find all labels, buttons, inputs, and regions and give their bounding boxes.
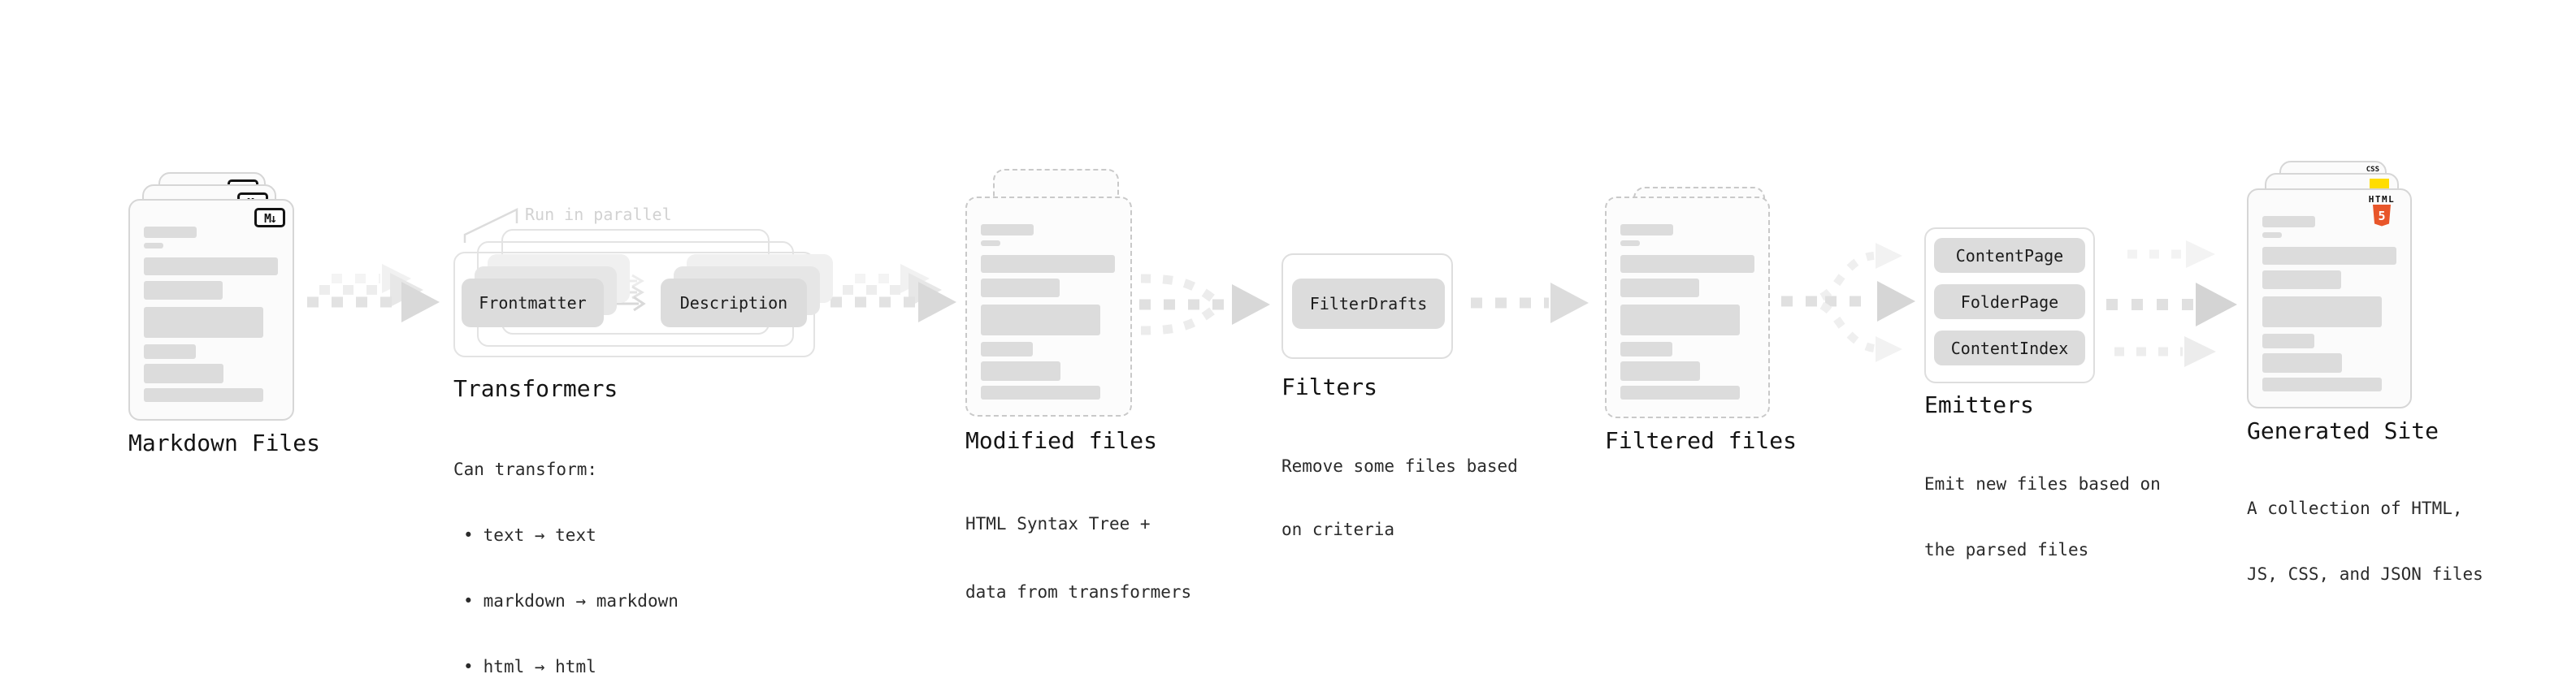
description-line: on criteria <box>1281 520 1395 539</box>
text-line-placeholder <box>2262 334 2314 348</box>
transform-bullet: • text → text <box>453 525 679 547</box>
text-line-placeholder <box>2262 296 2382 327</box>
stage-label-emitters: Emitters <box>1924 391 2034 418</box>
text-line-placeholder <box>981 342 1033 356</box>
modified-files-description: HTML Syntax Tree + data from transformer… <box>965 467 1191 626</box>
run-in-parallel-annotation: Run in parallel <box>525 205 672 224</box>
text-line-placeholder <box>2262 232 2282 238</box>
bullet-dot: • <box>463 591 474 611</box>
text-line-placeholder <box>2262 247 2396 265</box>
svg-text:5: 5 <box>2378 209 2385 223</box>
markdown-icon: M↓ <box>254 208 285 227</box>
bullet-text: markdown → markdown <box>483 591 679 611</box>
stage-label-generated-site: Generated Site <box>2247 417 2439 444</box>
text-line-placeholder <box>144 388 263 402</box>
text-line-placeholder <box>1620 279 1699 297</box>
bullet-dot: • <box>463 525 474 545</box>
html5-logo-icon: HTML 5 <box>2363 195 2400 230</box>
text-line-placeholder <box>1620 255 1754 273</box>
markdown-files-stack: M↓ M↓ M↓ <box>128 172 323 424</box>
stage-label-filtered-files: Filtered files <box>1605 427 1798 454</box>
text-line-placeholder <box>2262 216 2315 227</box>
text-line-placeholder <box>144 344 196 359</box>
generated-site-stack: CSS HTML 5 <box>2247 161 2442 413</box>
emitters-description: Emit new files based on the parsed files <box>1924 430 2161 583</box>
arrow-markdown-to-transformers <box>307 264 440 322</box>
emitter-node-folderpage: FolderPage <box>1934 284 2085 319</box>
text-line-placeholder <box>981 305 1100 335</box>
transformer-node-description: Description <box>661 279 807 327</box>
emitter-node-contentpage: ContentPage <box>1934 238 2085 273</box>
stage-label-markdown-files: Markdown Files <box>128 430 321 456</box>
html5-logo-word: HTML <box>2368 194 2396 205</box>
filters-description: Remove some files based on criteria <box>1281 413 1518 561</box>
text-line-placeholder <box>981 240 1000 246</box>
bullet-text: html → html <box>483 657 596 676</box>
filtered-files-stack <box>1605 187 1800 422</box>
text-line-placeholder <box>981 255 1115 273</box>
transformers-description-title: Can transform: <box>453 460 598 479</box>
text-line-placeholder <box>981 386 1100 400</box>
arrow-filtered-to-emitters <box>1781 243 1915 362</box>
emitter-node-contentindex: ContentIndex <box>1934 331 2085 365</box>
modified-file-card-front <box>965 197 1132 417</box>
text-line-placeholder <box>144 243 163 248</box>
filtered-file-card-front <box>1605 197 1770 418</box>
arrow-filters-to-filtered <box>1471 283 1589 323</box>
stage-label-filters: Filters <box>1281 374 1378 400</box>
text-line-placeholder <box>2262 270 2341 289</box>
text-line-placeholder <box>1620 361 1700 381</box>
generated-site-description: A collection of HTML, JS, CSS, and JSON … <box>2247 454 2483 607</box>
html-file-card: HTML 5 <box>2247 188 2412 408</box>
stage-label-transformers: Transformers <box>453 375 618 402</box>
transformer-node-frontmatter: Frontmatter <box>462 279 604 327</box>
text-line-placeholder <box>2262 378 2382 391</box>
text-line-placeholder <box>2262 353 2342 373</box>
description-line: JS, CSS, and JSON files <box>2247 564 2483 584</box>
text-line-placeholder <box>144 364 223 383</box>
text-line-placeholder <box>981 279 1060 297</box>
text-line-placeholder <box>1620 342 1672 356</box>
markdown-file-card-front: M↓ <box>128 199 294 421</box>
arrow-emitters-to-generated <box>2106 240 2237 367</box>
bullet-text: text → text <box>483 525 596 545</box>
description-line: data from transformers <box>965 582 1192 602</box>
description-line: A collection of HTML, <box>2247 499 2463 518</box>
transformers-description: Can transform: • text → text • markdown → … <box>453 415 679 700</box>
text-line-placeholder <box>144 281 223 300</box>
arrow-transformers-to-modified <box>830 264 956 322</box>
description-line: the parsed files <box>1924 540 2089 560</box>
description-line: HTML Syntax Tree + <box>965 514 1151 534</box>
transform-bullet: • html → html <box>453 656 679 678</box>
text-line-placeholder <box>1620 224 1673 235</box>
text-line-placeholder <box>1620 305 1740 335</box>
filter-node-filterdrafts: FilterDrafts <box>1292 279 1445 329</box>
description-line: Remove some files based <box>1281 456 1518 476</box>
text-line-placeholder <box>1620 240 1640 246</box>
text-line-placeholder <box>981 361 1060 381</box>
text-line-placeholder <box>1620 386 1740 400</box>
transform-bullet: • markdown → markdown <box>453 590 679 612</box>
modified-files-stack <box>965 169 1160 421</box>
stage-label-modified-files: Modified files <box>965 427 1158 454</box>
html5-shield: 5 <box>2373 205 2391 227</box>
bullet-dot: • <box>463 657 474 676</box>
text-line-placeholder <box>144 257 278 275</box>
text-line-placeholder <box>981 224 1034 235</box>
text-line-placeholder <box>144 307 263 338</box>
text-line-placeholder <box>144 227 197 238</box>
description-line: Emit new files based on <box>1924 474 2161 494</box>
